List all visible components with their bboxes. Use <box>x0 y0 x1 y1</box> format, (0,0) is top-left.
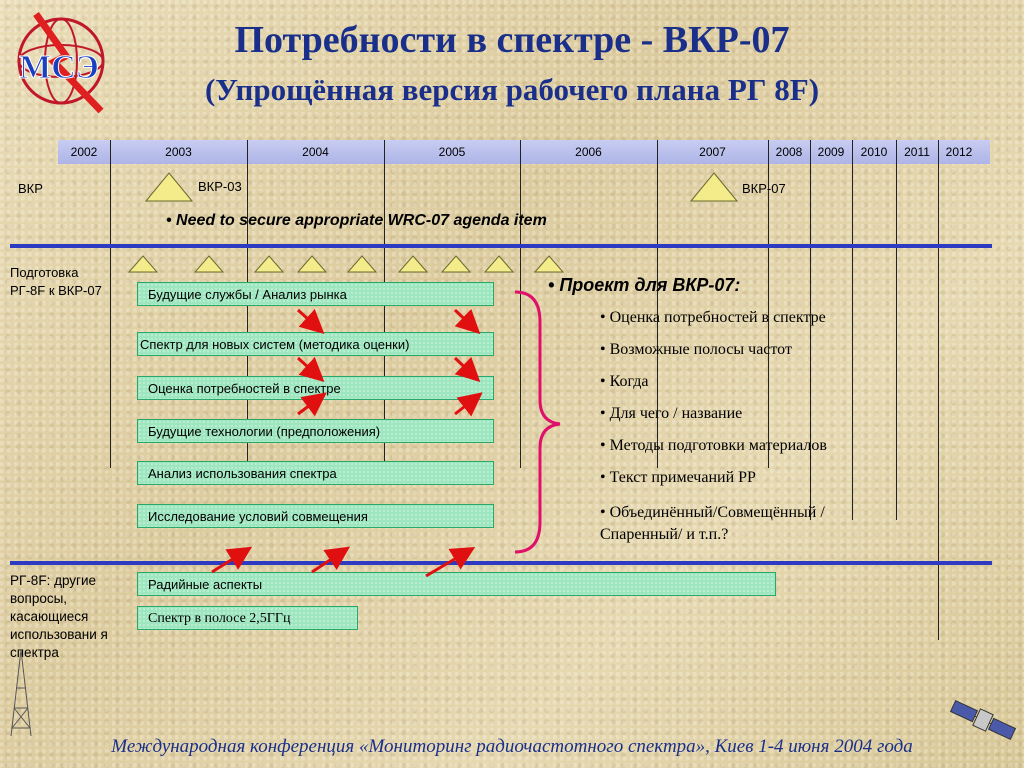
page-subtitle: (Упрощённая версия рабочего плана РГ 8F) <box>204 72 820 107</box>
wrc07-label: ВКР-07 <box>742 181 786 196</box>
year-label: 2008 <box>775 145 803 159</box>
meeting-triangle <box>484 255 514 273</box>
project-item: • Оценка потребностей в спектре <box>600 309 826 326</box>
year-label: 2004 <box>302 145 329 159</box>
grid-line <box>520 140 521 468</box>
bullet-dot: • <box>548 275 560 295</box>
box-future-services: Будущие службы / Анализ рынка <box>137 282 494 306</box>
tower-icon <box>10 649 32 737</box>
meeting-triangle <box>534 255 564 273</box>
arrow <box>453 308 481 335</box>
year-label: 2003 <box>165 145 192 159</box>
box-coexistence: Исследование условий совмещения <box>137 504 494 528</box>
project-item: • Объединённый/Совмещённый /Спаренный/ и… <box>600 504 825 543</box>
prep-label: Подготовка РГ-8F к ВКР-07 <box>10 265 102 298</box>
grid-line <box>810 140 811 520</box>
project-item: • Для чего / название <box>600 405 743 422</box>
footer-text: Международная конференция «Мониторинг ра… <box>111 736 913 757</box>
section-divider <box>10 244 992 248</box>
box-spectrum-usage: Анализ использования спектра <box>137 461 494 485</box>
year-label: 2012 <box>945 145 973 159</box>
meeting-triangle <box>297 255 327 273</box>
project-item: • Когда <box>600 373 649 390</box>
grid-line <box>896 140 897 520</box>
grid-line <box>657 140 658 468</box>
other-questions-label: РГ-8F: другие вопросы, касающиеся исполь… <box>10 573 108 660</box>
year-label: 2007 <box>699 145 726 159</box>
agenda-text: Need to secure appropriate WRC-07 agenda… <box>176 212 547 229</box>
wrc-label: ВКР <box>18 181 43 196</box>
arrow <box>211 546 253 574</box>
meeting-triangle <box>347 255 377 273</box>
meeting-triangle <box>254 255 284 273</box>
wrc07-triangle <box>690 172 738 202</box>
meeting-triangle <box>398 255 428 273</box>
year-label: 2005 <box>438 145 466 159</box>
year-label: 2010 <box>860 145 888 159</box>
grid-line <box>852 140 853 520</box>
wrc03-triangle <box>145 172 193 202</box>
box-spectrum-needs: Оценка потребностей в спектре <box>137 376 494 400</box>
project-item: • Возможные полосы частот <box>600 341 792 358</box>
box-2-5ghz: Спектр в полосе 2,5ГГц <box>137 606 358 630</box>
project-item: • Текст примечаний РР <box>600 469 756 486</box>
arrow <box>453 356 481 383</box>
arrow <box>425 546 476 578</box>
grid-line <box>938 140 939 640</box>
arrow <box>296 308 325 335</box>
project-heading: • Проект для ВКР-07: <box>548 275 740 296</box>
meeting-triangle <box>128 255 158 273</box>
project-item: • Методы подготовки материалов <box>600 437 827 454</box>
section-divider <box>10 561 992 565</box>
arrow <box>311 546 350 574</box>
year-label: 2002 <box>70 145 98 159</box>
satellite-icon <box>949 699 1017 741</box>
year-label: 2011 <box>904 145 930 159</box>
arrow <box>454 392 483 417</box>
brace <box>514 290 561 554</box>
itu-logo: МСЭ <box>17 11 105 114</box>
year-header-bar <box>58 140 990 164</box>
wrc03-label: ВКР-03 <box>198 179 242 194</box>
year-label: 2009 <box>817 145 845 159</box>
grid-line <box>110 140 111 468</box>
arrow <box>296 356 325 383</box>
meeting-triangle <box>194 255 224 273</box>
agenda-bullet: • Need to secure appropriate WRC-07 agen… <box>166 212 547 230</box>
year-label: 2006 <box>575 145 602 159</box>
page-title: Потребности в спектре - ВКР-07 <box>234 19 790 61</box>
project-heading-text: Проект для ВКР-07: <box>559 275 741 295</box>
grid-line <box>768 140 769 468</box>
meeting-triangle <box>441 255 471 273</box>
arrow <box>297 392 327 417</box>
logo-text: МСЭ <box>19 49 99 86</box>
box-future-tech: Будущие технологии (предположения) <box>137 419 494 443</box>
box-radio-aspects: Радийные аспекты <box>137 572 776 596</box>
bullet-dot: • <box>166 212 177 229</box>
